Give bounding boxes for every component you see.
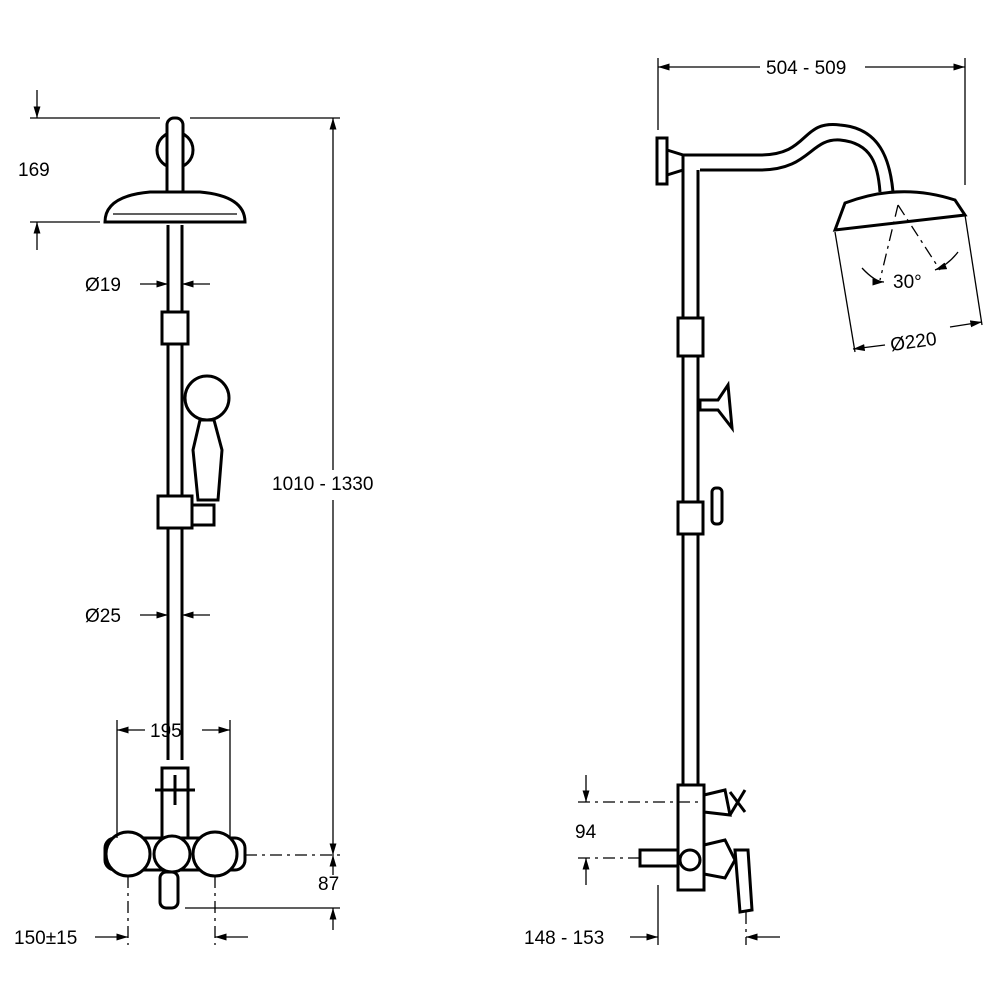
dim-head-height: 169	[18, 160, 50, 181]
mixer-lever	[158, 870, 180, 910]
shower-arm-edge	[700, 138, 882, 193]
dim-arm-diameter: Ø19	[85, 275, 121, 296]
dim-head-diameter: Ø220	[889, 329, 938, 356]
right-inlet	[191, 830, 239, 878]
dim-riser-diameter: Ø25	[85, 606, 121, 627]
front-view: 169 Ø19 Ø25 1010 - 1330 87 195 150±15	[14, 90, 373, 949]
hose-connector	[190, 503, 216, 527]
thermostat-housing	[702, 838, 737, 880]
bracket-arm	[165, 116, 185, 200]
hand-shower-holder	[698, 380, 734, 433]
wall-inlet	[638, 848, 680, 868]
side-view: 504 - 509 30° Ø220 94 148 - 153	[524, 58, 983, 949]
thermostat-knob	[152, 834, 192, 874]
side-slide-bracket	[676, 500, 705, 536]
shower-head	[103, 190, 247, 224]
extension-line	[964, 214, 983, 326]
side-shower-head	[832, 190, 968, 232]
dim-spray-angle: 30°	[893, 272, 922, 293]
angle-arrow	[861, 267, 885, 286]
dim-wall-distance: 148 - 153	[524, 928, 604, 949]
extension-line	[834, 231, 856, 353]
shower-arm	[700, 123, 895, 193]
side-slide-collar	[676, 316, 705, 358]
dim-mixer-width: 195	[150, 721, 182, 742]
dim-mixer-height: 87	[318, 874, 339, 895]
diverter-cross-handle	[728, 789, 747, 816]
side-bracket-knob	[710, 486, 724, 526]
dim-projection: 504 - 509	[766, 58, 846, 79]
side-mixer-body	[676, 783, 706, 892]
hand-shower-head	[183, 374, 231, 422]
diverter-handle	[155, 775, 195, 805]
slide-bracket	[156, 494, 194, 530]
angle-arrow	[934, 251, 959, 271]
diverter-valve	[702, 788, 732, 817]
hand-shower-handle	[191, 418, 224, 502]
dimension-arrow	[949, 320, 983, 328]
dimension-arrow	[852, 344, 886, 352]
side-lever	[733, 848, 754, 914]
mixer-hub	[678, 848, 702, 872]
left-inlet	[104, 830, 152, 878]
flange-connector	[665, 147, 685, 178]
dim-valve-offset: 94	[575, 822, 597, 843]
slide-collar	[160, 310, 190, 346]
dim-total-height: 1010 - 1330	[272, 474, 373, 495]
dim-inlet-centres: 150±15	[14, 928, 77, 949]
